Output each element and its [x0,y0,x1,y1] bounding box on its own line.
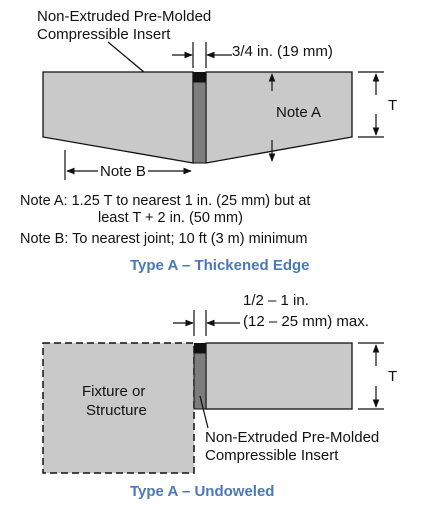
fixture-label-line2: Structure [86,402,147,419]
compressible-insert-a [192,81,207,164]
note-b-text: Note B: To nearest joint; 10 ft (3 m) mi… [20,231,307,247]
insert-label-a-line1: Non-Extruded Pre-Molded [37,8,211,25]
fixture-structure-block [42,342,195,474]
undoweled-diagram: 1/2 – 1 in. (12 – 25 mm) max. Fixture or… [42,292,397,500]
caption-undoweled: Type A – Undoweled [130,483,274,500]
width-label-a: 3/4 in. (19 mm) [232,43,333,60]
insert-label-b-line1: Non-Extruded Pre-Molded [205,429,379,446]
note-a-text-line2: least T + 2 in. (50 mm) [98,210,243,226]
insert-label-b-line2: Compressible Insert [205,447,339,464]
width-label-b-line2: (12 – 25 mm) max. [243,313,369,330]
note-b-label: Note B [100,163,146,180]
insert-label-a-line2: Compressible Insert [37,26,171,43]
thickened-edge-diagram: Non-Extruded Pre-Molded Compressible Ins… [20,8,397,274]
left-slab-a [42,71,194,164]
caption-thickened-edge: Type A – Thickened Edge [130,257,310,274]
joint-sealant-b [194,343,206,353]
thickness-label-b: T [388,368,397,385]
width-label-b-line1: 1/2 – 1 in. [243,292,309,309]
slab-b [205,342,353,410]
compressible-insert-b [193,352,207,410]
note-a-text-line1: Note A: 1.25 T to nearest 1 in. (25 mm) … [20,193,310,209]
note-a-label: Note A [276,104,321,121]
thickness-label-a: T [388,97,397,114]
joint-sealant-a [193,72,206,82]
insert-leader-line-b [199,395,209,429]
fixture-label-line1: Fixture or [82,383,145,400]
